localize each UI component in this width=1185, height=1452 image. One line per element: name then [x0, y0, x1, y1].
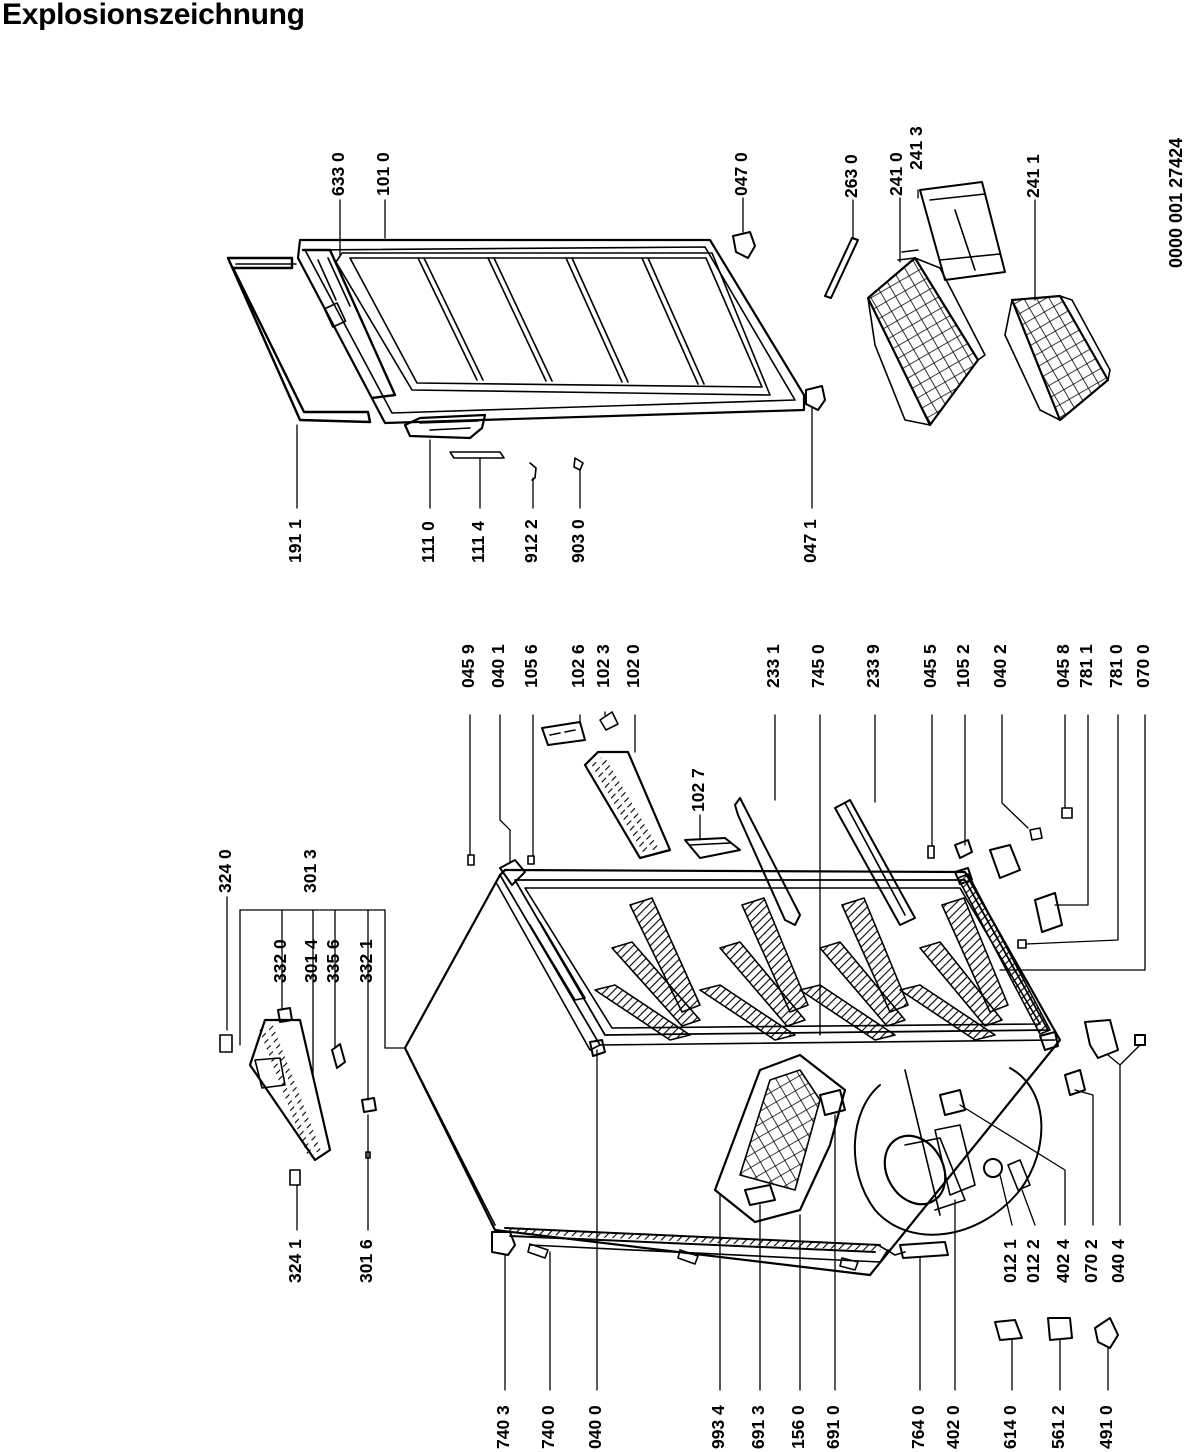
cabinet-body: [405, 860, 1060, 1275]
label-241-3: 241 3: [906, 126, 926, 170]
label-633-0: 633 0: [328, 152, 348, 196]
compressor-area: [855, 1068, 1042, 1258]
label-332-1: 332 1: [356, 939, 376, 983]
label-301-4: 301 4: [301, 939, 321, 983]
label-040-1: 040 1: [488, 644, 508, 688]
label-561-2: 561 2: [1048, 1405, 1068, 1449]
label-105-2: 105 2: [953, 644, 973, 688]
label-102-0: 102 0: [623, 644, 643, 688]
label-241-0: 241 0: [886, 152, 906, 196]
label-241-1: 241 1: [1023, 154, 1043, 198]
label-111-4: 111 4: [468, 521, 488, 563]
label-191-1: 191 1: [285, 519, 305, 563]
label-691-0: 691 0: [823, 1405, 843, 1449]
label-301-3: 301 3: [300, 849, 320, 893]
evaporator-shelves: [595, 898, 1008, 1040]
label-324-0: 324 0: [215, 849, 235, 893]
label-102-6: 102 6: [568, 644, 588, 688]
label-233-1: 233 1: [763, 644, 783, 688]
label-332-0: 332 0: [270, 939, 290, 983]
label-040-0: 040 0: [585, 1405, 605, 1449]
basket-241-0: [868, 250, 985, 425]
drawer-unit: [715, 1055, 845, 1222]
label-040-2: 040 2: [990, 644, 1010, 688]
label-740-3: 740 3: [493, 1405, 513, 1449]
label-070-2: 070 2: [1081, 1239, 1101, 1283]
label-402-4: 402 4: [1053, 1239, 1073, 1283]
label-402-0: 402 0: [943, 1405, 963, 1449]
label-047-0: 047 0: [731, 152, 751, 196]
label-012-2: 012 2: [1023, 1239, 1043, 1283]
label-781-1: 781 1: [1076, 644, 1096, 688]
label-040-4: 040 4: [1108, 1239, 1128, 1283]
label-781-0: 781 0: [1106, 644, 1126, 688]
label-745-0: 745 0: [808, 644, 828, 688]
baskets: [825, 182, 1110, 425]
label-047-1: 047 1: [800, 519, 820, 563]
label-045-8: 045 8: [1053, 644, 1073, 688]
label-691-3: 691 3: [748, 1405, 768, 1449]
label-614-0: 614 0: [1000, 1405, 1020, 1449]
label-111-0: 111 0: [418, 521, 438, 563]
label-012-1: 012 1: [1000, 1239, 1020, 1283]
label-102-3: 102 3: [593, 644, 613, 688]
label-156-0: 156 0: [788, 1405, 808, 1449]
label-903-0: 903 0: [568, 519, 588, 563]
label-491-0: 491 0: [1096, 1405, 1116, 1449]
door-assembly: [228, 232, 825, 480]
label-045-5: 045 5: [920, 644, 940, 688]
label-070-0: 070 0: [1133, 644, 1153, 688]
label-335-6: 335 6: [323, 939, 343, 983]
label-233-9: 233 9: [863, 644, 883, 688]
control-panel: [220, 1008, 376, 1185]
leader-lines: [227, 190, 1145, 1390]
label-102-7: 102 7: [688, 768, 708, 812]
page-title: Explosionszeichnung: [2, 0, 305, 31]
label-301-6: 301 6: [356, 1239, 376, 1283]
label-912-2: 912 2: [521, 519, 541, 563]
basket-241-1: [1005, 296, 1110, 420]
label-764-0: 764 0: [908, 1405, 928, 1449]
label-993-4: 993 4: [708, 1405, 728, 1449]
label-101-0: 101 0: [373, 152, 393, 196]
label-105-6: 105 6: [521, 644, 541, 688]
label-263-0: 263 0: [841, 154, 861, 198]
label-324-1: 324 1: [285, 1239, 305, 1283]
label-740-0: 740 0: [538, 1405, 558, 1449]
label-045-9: 045 9: [458, 644, 478, 688]
